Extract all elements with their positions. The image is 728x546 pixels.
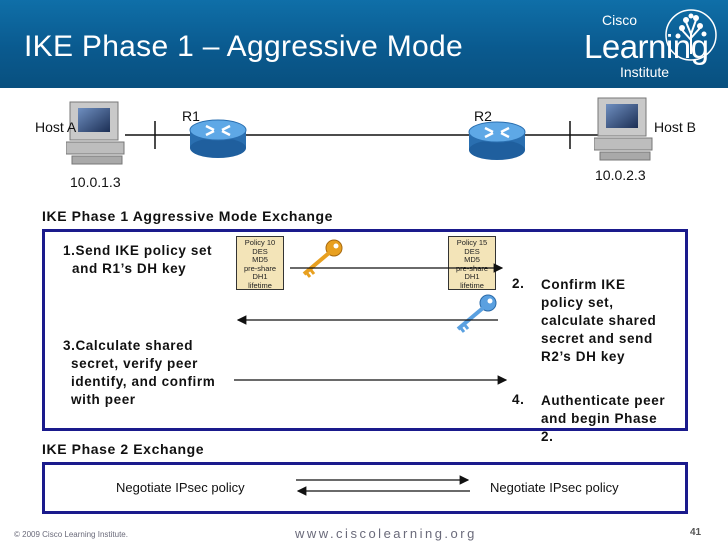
step1-line2: and R1’s DH key xyxy=(72,261,187,276)
step3-line4: with peer xyxy=(71,392,136,407)
host-b-label: Host B xyxy=(654,119,697,135)
phase2-box xyxy=(42,462,688,514)
host-a-label: Host A xyxy=(35,119,77,135)
cisco-learning-institute-logo: Cisco Learning Institute xyxy=(580,8,720,84)
router-r1-icon xyxy=(189,119,247,158)
logo-text-learning: Learning xyxy=(584,28,709,65)
step3-line1: 3.Calculate shared xyxy=(63,338,194,353)
logo-text-cisco: Cisco xyxy=(602,12,638,28)
host-b-ip: 10.0.2.3 xyxy=(595,167,646,183)
router-r2-label: R2 xyxy=(474,108,492,124)
router-r2-icon xyxy=(468,121,526,160)
step2-line3: calculate shared xyxy=(541,313,657,328)
step3-line3: identify, and confirm xyxy=(71,374,216,389)
policy-r1-encryption: DES xyxy=(252,246,268,256)
policy-r2-lifetime: lifetime xyxy=(460,280,484,290)
policy-r1-number: Policy 10 xyxy=(244,238,276,247)
policy-r1-auth: pre-share xyxy=(243,263,277,273)
step1-line1: 1.Send IKE policy set xyxy=(63,243,213,258)
step3-line2: secret, verify peer xyxy=(71,356,198,371)
policy-r2-dh: DH1 xyxy=(464,272,480,282)
step2-line1: Confirm IKE xyxy=(541,277,626,292)
host-a-ip: 10.0.1.3 xyxy=(70,174,121,190)
policy-r2-number: Policy 15 xyxy=(456,238,488,247)
step2-text: Confirm IKE policy set, calculate shared… xyxy=(541,276,656,366)
host-a-computer-icon xyxy=(66,101,125,165)
logo-text-institute: Institute xyxy=(620,64,670,80)
policy-r2-encryption: DES xyxy=(464,246,480,256)
phase1-box xyxy=(42,229,688,431)
slide-title: IKE Phase 1 – Aggressive Mode xyxy=(24,30,463,63)
policy-r1-dh: DH1 xyxy=(252,272,268,282)
phase1-title: IKE Phase 1 Aggressive Mode Exchange xyxy=(42,208,334,224)
phase2-left-label: Negotiate IPsec policy xyxy=(116,480,245,495)
step2-line2: policy set, xyxy=(541,295,614,310)
step2-line4: secret and send xyxy=(541,331,653,346)
phase2-title: IKE Phase 2 Exchange xyxy=(42,441,205,457)
phase2-right-label: Negotiate IPsec policy xyxy=(490,480,619,495)
step4-line2: and begin Phase xyxy=(541,411,658,426)
gold-key-icon xyxy=(302,239,343,278)
step2-line5: R2’s DH key xyxy=(541,349,626,364)
host-b-computer-icon xyxy=(594,97,653,161)
phase2-arrows xyxy=(296,475,470,496)
step4-line3: 2. xyxy=(541,429,554,444)
step4-text: Authenticate peer and begin Phase 2. xyxy=(541,392,665,446)
policy-r2-hash: MD5 xyxy=(464,255,480,265)
slide-header xyxy=(0,0,728,88)
policy-r1-hash: MD5 xyxy=(252,255,268,265)
blue-key-icon xyxy=(456,294,497,333)
footer-url: www.ciscolearning.org xyxy=(295,526,477,541)
router-r1-label: R1 xyxy=(182,108,200,124)
step4-number: 4. xyxy=(512,392,525,407)
phase1-arrows xyxy=(234,263,508,385)
step4-line1: Authenticate peer xyxy=(541,393,666,408)
page-number: 41 xyxy=(690,527,702,538)
footer-copyright: © 2009 Cisco Learning Institute. xyxy=(14,530,128,539)
policy-r1-lifetime: lifetime xyxy=(248,280,272,290)
tree-logo-icon xyxy=(665,9,717,61)
policy-set-r1: Policy 10 DES MD5 pre-share DH1 lifetime xyxy=(236,236,284,290)
step3-text: 3.Calculate shared secret, verify peer i… xyxy=(63,337,215,409)
step2-number: 2. xyxy=(512,276,525,291)
